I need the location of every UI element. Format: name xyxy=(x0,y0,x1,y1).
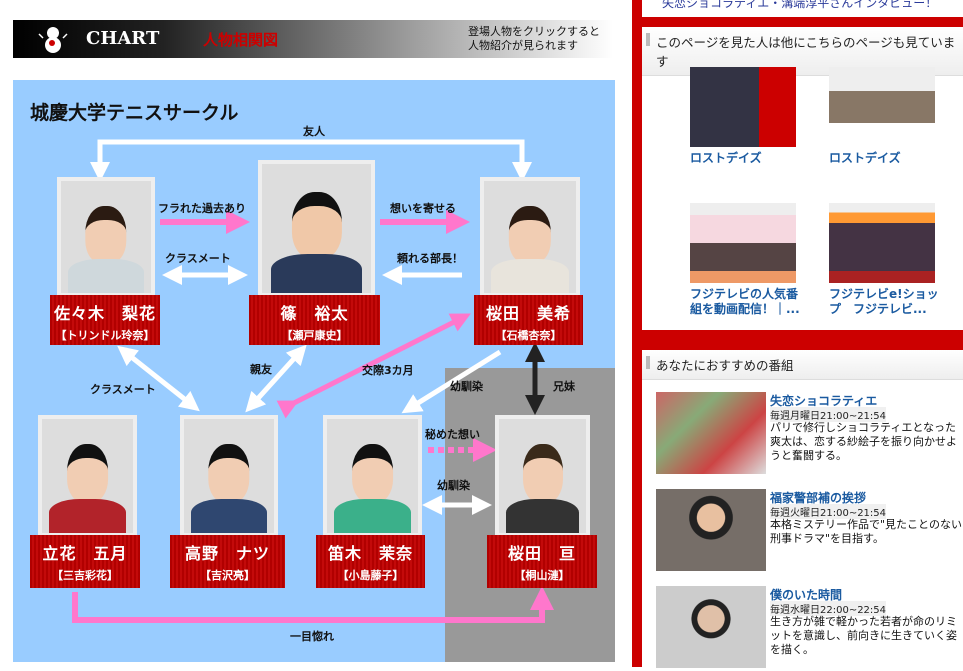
program-desc: パリで修行しショコラティエとなった爽太は、恋する紗絵子を振り向かせようと奮闘する… xyxy=(770,421,957,462)
related-link-1[interactable]: ロストデイズ xyxy=(690,151,762,165)
character-satsuki[interactable]: 立花 五月【三吉彩花】 xyxy=(30,535,140,588)
character-photo-miki[interactable] xyxy=(480,177,580,297)
program-thumbnail[interactable] xyxy=(656,392,766,474)
relation-arrows xyxy=(72,139,554,623)
character-actor: 【トリンドル玲奈】 xyxy=(55,329,155,342)
character-actor: 【小島藤子】 xyxy=(337,569,404,582)
sidebar: 失恋ショコラティエ・溝端淳平さんインタビュー！ このページを見た人は他にこちらの… xyxy=(632,0,963,668)
arrow-childhood xyxy=(401,349,502,414)
related-thumb-4[interactable] xyxy=(829,203,935,283)
program-time: 毎週月曜日21:00~21:54 xyxy=(770,407,887,422)
arrow-classmate-2 xyxy=(117,345,200,412)
relation-label: 想いを寄せる xyxy=(390,202,456,215)
character-yuta[interactable]: 篠 裕太【瀬戸康史】 xyxy=(249,295,380,345)
relation-label: 頼れる部長！ xyxy=(397,252,463,265)
program-time: 毎週火曜日21:00~21:54 xyxy=(770,504,887,519)
snowman-icon xyxy=(38,27,68,53)
related-link-2[interactable]: ロストデイズ xyxy=(829,151,901,165)
character-photo-satsuki[interactable] xyxy=(38,415,137,537)
note-line-2: 人物紹介が見られます xyxy=(468,39,578,52)
chart-note: 登場人物をクリックすると人物紹介が見られます xyxy=(468,25,600,53)
character-name: 笛木 茉奈 xyxy=(327,544,413,563)
related-pages: このページを見た人は他にこちらのページも見ています ロストデイズ ロストデイズ … xyxy=(642,27,963,330)
chart-header: CHART 人物相関図 登場人物をクリックすると人物紹介が見られます xyxy=(13,20,613,58)
top-link-box: 失恋ショコラティエ・溝端淳平さんインタビュー！ xyxy=(642,0,963,17)
related-link-3[interactable]: フジテレビの人気番組を動画配信！｜... xyxy=(690,287,800,316)
character-photo-natsu[interactable] xyxy=(180,415,278,537)
chart-title: 人物相関図 xyxy=(203,31,279,49)
note-line-1: 登場人物をクリックすると xyxy=(468,25,600,38)
character-mana[interactable]: 笛木 茉奈【小島藤子】 xyxy=(316,535,425,588)
related-link-4[interactable]: フジテレビe!ショップ フジテレビ... xyxy=(829,287,939,316)
relation-label: フラれた過去あり xyxy=(158,202,246,215)
relation-label: 親友 xyxy=(250,363,272,376)
program-title[interactable]: 失恋ショコラティエ xyxy=(770,394,878,408)
related-thumb-3[interactable] xyxy=(690,203,796,283)
relation-label: 幼馴染 xyxy=(437,479,470,492)
arrow-love-at-first-sight xyxy=(72,586,554,623)
program-thumbnail[interactable] xyxy=(656,586,766,668)
interview-link[interactable]: 失恋ショコラティエ・溝端淳平さんインタビュー！ xyxy=(662,0,938,10)
character-name: 桜田 亘 xyxy=(507,544,576,563)
character-actor: 【石橋杏奈】 xyxy=(495,329,562,342)
relation-label: 友人 xyxy=(303,125,325,138)
recommended-programs: あなたにおすすめの番組 失恋ショコラティエ 毎週月曜日21:00~21:54 パ… xyxy=(642,350,963,668)
relation-label: 秘めた想い xyxy=(425,428,480,441)
character-name: 佐々木 梨花 xyxy=(53,304,156,323)
program-title[interactable]: 僕のいた時間 xyxy=(770,588,843,602)
character-actor: 【瀬戸康史】 xyxy=(281,329,348,342)
recommend-title: あなたにおすすめの番組 xyxy=(642,350,963,380)
character-name: 高野 ナツ xyxy=(184,544,270,563)
related-thumb-1[interactable] xyxy=(690,67,796,147)
recommend-item[interactable]: 福家警部補の挨拶 毎週火曜日21:00~21:54 本格ミステリー作品で"見たこ… xyxy=(656,489,962,574)
program-desc: 生き方が雑で軽かった若者が命のリミットを意識し、前向きに生きていく姿を描く。 xyxy=(770,615,957,656)
relation-label: クラスメート xyxy=(90,383,156,396)
relation-label: クラスメート xyxy=(165,252,231,265)
program-desc: 本格ミステリー作品で"見たことのない刑事ドラマ"を目指す。 xyxy=(770,518,962,545)
character-actor: 【吉沢亮】 xyxy=(200,569,255,582)
chart-logo: CHART xyxy=(86,28,160,49)
character-miki[interactable]: 桜田 美希【石橋杏奈】 xyxy=(474,295,583,345)
character-rika[interactable]: 佐々木 梨花【トリンドル玲奈】 xyxy=(50,295,160,345)
character-natsu[interactable]: 高野 ナツ【吉沢亮】 xyxy=(170,535,285,588)
relation-label: 交際3カ月 xyxy=(362,364,414,377)
arrow-bestfriend xyxy=(245,344,307,413)
character-name: 桜田 美希 xyxy=(485,304,571,323)
group-title: 城慶大学テニスサークル xyxy=(30,102,239,124)
character-actor: 【三吉彩花】 xyxy=(52,569,118,582)
program-title[interactable]: 福家警部補の挨拶 xyxy=(770,491,867,505)
program-time: 毎週水曜日22:00~22:54 xyxy=(770,601,887,616)
character-actor: 【桐山漣】 xyxy=(514,569,570,582)
recommend-item[interactable]: 僕のいた時間 毎週水曜日22:00~22:54 生き方が雑で軽かった若者が命のリ… xyxy=(656,586,957,671)
character-wataru[interactable]: 桜田 亘【桐山漣】 xyxy=(487,535,597,588)
arrow-dating xyxy=(276,313,471,419)
related-thumb-2[interactable] xyxy=(829,67,935,147)
character-name: 篠 裕太 xyxy=(280,304,349,323)
relation-label: 一目惚れ xyxy=(290,630,334,643)
character-photo-wataru[interactable] xyxy=(495,415,590,537)
character-photo-mana[interactable] xyxy=(323,415,422,537)
recommend-item[interactable]: 失恋ショコラティエ 毎週月曜日21:00~21:54 パリで修行しショコラティエ… xyxy=(656,392,957,477)
program-thumbnail[interactable] xyxy=(656,489,766,571)
arrow-friend xyxy=(90,139,532,182)
relation-label: 幼馴染 xyxy=(450,380,483,393)
relation-label: 兄妹 xyxy=(553,380,575,393)
character-name: 立花 五月 xyxy=(42,544,128,563)
character-photo-yuta[interactable] xyxy=(258,160,375,297)
character-photo-rika[interactable] xyxy=(57,177,155,297)
